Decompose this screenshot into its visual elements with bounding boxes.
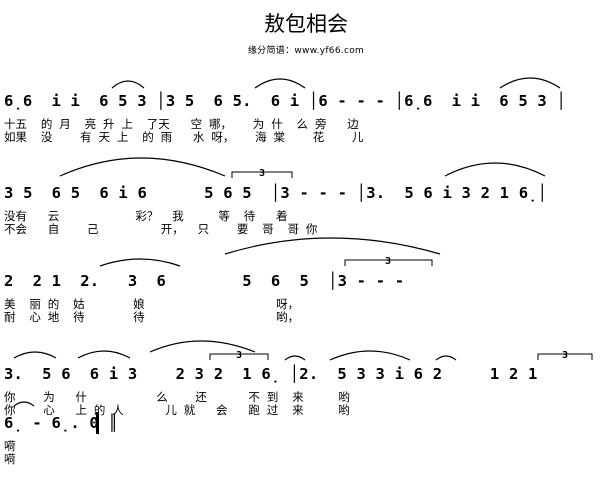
tuplet-bracket [344,259,433,266]
slur [111,80,145,89]
slur [224,237,441,255]
tuplet-bracket [231,171,293,178]
slur [499,77,561,89]
lyrics-line-1b: 如果 没 有 天 上 的 雨 水 呀， 海 棠 花 儿 [4,130,364,144]
song-title: 敖包相会 [264,12,348,36]
lyrics-line-1a: 十五 的 月 亮 升 上 了天 空 哪， 为 什 么 旁 边 [4,117,359,131]
slur [254,78,306,89]
notation-line-3: 2 2 1 2. 3 6 5 6 5 │3 - - - [4,272,414,290]
slur [444,162,546,177]
notation-line-4: 3. 5 6 6 i 3 2 3 2 1 6̣ │2. 5 3 3 i 6 2 … [4,365,538,383]
slur [284,355,306,361]
lyrics-line-5b: 嗬 [4,452,16,466]
tuplet-number: 3 [236,350,242,361]
lyrics-line-5a: 嗬 [4,439,16,453]
slur [435,355,457,361]
slur [77,350,131,359]
slur [13,351,57,359]
tuplet-number: 3 [385,256,391,267]
tuplet-bracket [209,353,269,360]
notation-line-1: 6̣6 i i 6 5 3 │3 5 6 5. 6 i │6 - - - │6̣… [4,92,566,110]
notation-line-5: 6̣ - 6̣. 0 ║ [4,414,118,432]
lyrics-line-3a: 美 丽 的 姑 娘 呀， [4,297,300,311]
source-credit: 缘分简谱：www.yf66.com [247,46,365,56]
tuplet-bracket [537,353,593,360]
slur [99,258,181,267]
notation-line-2: 3 5 6 5 6 i 6 5 6 5 │3 - - - │3. 5 6 i 3… [4,184,548,202]
slur [59,157,226,177]
tuplet-number: 3 [562,350,568,361]
lyrics-line-4b: 你 心 上 的 人 儿 就 会 跑 过 来 哟 [4,403,350,417]
tuplet-number: 3 [259,168,265,179]
lyrics-line-2b: 不会 自 己 开， 只 要 哥 哥 你 [4,222,318,236]
lyrics-line-3b: 耐 心 地 待 待 哟， [4,310,300,324]
lyrics-line-2a: 没有 云 彩？ 我 等 待 着 [4,209,288,223]
lyrics-line-4a: 你 为 什 么 还 不 到 来 哟 [4,390,350,404]
slur [149,340,256,353]
slur [329,350,411,361]
